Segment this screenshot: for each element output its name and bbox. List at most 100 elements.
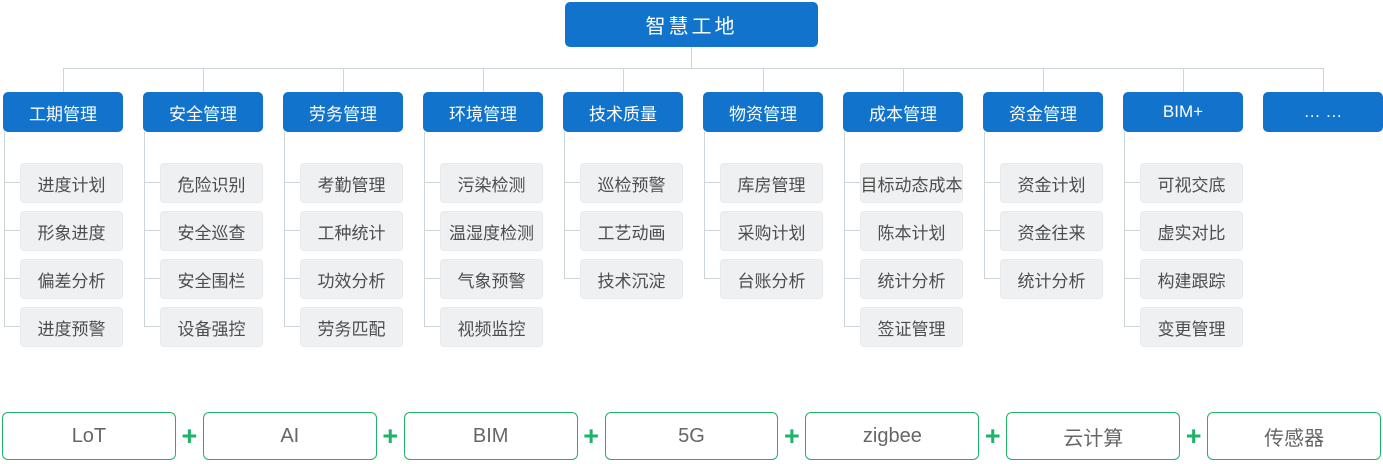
connector-line bbox=[1124, 278, 1140, 279]
tech-box: 5G bbox=[604, 412, 779, 460]
connector-line bbox=[844, 326, 860, 327]
connector-line bbox=[564, 230, 580, 231]
connector-line bbox=[844, 278, 860, 279]
category-column: 成本管理目标动态成本陈本计划统计分析签证管理 bbox=[843, 92, 963, 352]
category-node: 安全管理 bbox=[143, 92, 263, 132]
connector-line bbox=[203, 69, 204, 92]
connector-line bbox=[623, 69, 624, 92]
plus-separator: + bbox=[1185, 420, 1202, 451]
connector-line bbox=[424, 230, 440, 231]
connector-line bbox=[1183, 69, 1184, 92]
connector-line bbox=[4, 182, 20, 183]
category-column: 劳务管理考勤管理工种统计功效分析劳务匹配 bbox=[283, 92, 403, 352]
connector-line bbox=[564, 132, 565, 278]
sub-item-node: 资金计划 bbox=[1000, 163, 1103, 203]
connector-line bbox=[1323, 69, 1324, 92]
category-node: 成本管理 bbox=[843, 92, 963, 132]
sub-item-node: 安全围栏 bbox=[160, 259, 263, 299]
connector-line bbox=[984, 230, 1000, 231]
connector-line bbox=[144, 278, 160, 279]
connector-line bbox=[483, 69, 484, 92]
connector-line bbox=[564, 182, 580, 183]
connector-line bbox=[63, 68, 1324, 69]
plus-separator: + bbox=[583, 420, 599, 451]
connector-line bbox=[4, 278, 20, 279]
tech-box: LoT bbox=[2, 412, 176, 460]
category-node: 技术质量 bbox=[563, 92, 683, 132]
connector-line bbox=[284, 230, 300, 231]
sub-item-node: 采购计划 bbox=[720, 211, 823, 251]
connector-line bbox=[343, 69, 344, 92]
sub-item-node: 陈本计划 bbox=[860, 211, 963, 251]
connector-line bbox=[984, 132, 985, 278]
sub-item-node: 统计分析 bbox=[860, 259, 963, 299]
sub-item-node: 设备强控 bbox=[160, 307, 263, 347]
connector-line bbox=[704, 182, 720, 183]
sub-item-node: 可视交底 bbox=[1140, 163, 1243, 203]
connector-line bbox=[903, 69, 904, 92]
sub-item-node: 台账分析 bbox=[720, 259, 823, 299]
category-node: 劳务管理 bbox=[283, 92, 403, 132]
sub-item-node: 进度计划 bbox=[20, 163, 123, 203]
sub-item-node: 考勤管理 bbox=[300, 163, 403, 203]
connector-line bbox=[144, 182, 160, 183]
tech-box: AI bbox=[202, 412, 377, 460]
sub-item-node: 危险识别 bbox=[160, 163, 263, 203]
plus-separator: + bbox=[382, 420, 399, 451]
tech-box: BIM bbox=[403, 412, 578, 460]
sub-item-node: 劳务匹配 bbox=[300, 307, 403, 347]
connector-line bbox=[704, 132, 705, 278]
connector-line bbox=[844, 230, 860, 231]
connector-line bbox=[424, 326, 440, 327]
connector-line bbox=[424, 182, 440, 183]
plus-separator: + bbox=[784, 420, 800, 451]
category-column: … … bbox=[1263, 92, 1383, 352]
connector-line bbox=[691, 47, 692, 68]
connector-line bbox=[984, 182, 1000, 183]
connector-line bbox=[284, 326, 300, 327]
connector-line bbox=[4, 132, 5, 326]
sub-item-node: 签证管理 bbox=[860, 307, 963, 347]
connector-line bbox=[1124, 230, 1140, 231]
sub-item-node: 巡检预警 bbox=[580, 163, 683, 203]
sub-item-node: 变更管理 bbox=[1140, 307, 1243, 347]
connector-line bbox=[704, 278, 720, 279]
category-column: 物资管理库房管理采购计划台账分析 bbox=[703, 92, 823, 352]
category-node: 资金管理 bbox=[983, 92, 1103, 132]
connector-line bbox=[144, 230, 160, 231]
tech-box: 传感器 bbox=[1207, 412, 1382, 460]
connector-line bbox=[4, 230, 20, 231]
connector-line bbox=[704, 230, 720, 231]
technology-row: LoT+AI+BIM+5G+zigbee+云计算+传感器 bbox=[2, 412, 1382, 460]
sub-item-node: 气象预警 bbox=[440, 259, 543, 299]
connector-line bbox=[424, 278, 440, 279]
connector-line bbox=[144, 326, 160, 327]
tech-box: zigbee bbox=[805, 412, 980, 460]
category-column: 安全管理危险识别安全巡查安全围栏设备强控 bbox=[143, 92, 263, 352]
sub-item-node: 虚实对比 bbox=[1140, 211, 1243, 251]
sub-item-node: 污染检测 bbox=[440, 163, 543, 203]
connector-line bbox=[4, 326, 20, 327]
sub-item-node: 工艺动画 bbox=[580, 211, 683, 251]
sub-item-node: 目标动态成本 bbox=[860, 163, 963, 203]
connector-line bbox=[284, 278, 300, 279]
sub-item-node: 视频监控 bbox=[440, 307, 543, 347]
category-node: … … bbox=[1263, 92, 1383, 132]
plus-separator: + bbox=[984, 420, 1001, 451]
sub-item-node: 工种统计 bbox=[300, 211, 403, 251]
category-node: 工期管理 bbox=[3, 92, 123, 132]
category-node: 物资管理 bbox=[703, 92, 823, 132]
category-column: BIM+ 可视交底虚实对比构建跟踪变更管理 bbox=[1123, 92, 1243, 352]
sub-item-node: 进度预警 bbox=[20, 307, 123, 347]
connector-line bbox=[1124, 182, 1140, 183]
connector-line bbox=[144, 132, 145, 326]
connector-line bbox=[564, 278, 580, 279]
sub-item-node: 构建跟踪 bbox=[1140, 259, 1243, 299]
category-node: BIM+ bbox=[1123, 92, 1243, 132]
category-column: 资金管理资金计划资金往来统计分析 bbox=[983, 92, 1103, 352]
connector-line bbox=[284, 182, 300, 183]
connector-line bbox=[424, 132, 425, 326]
sub-item-node: 温湿度检测 bbox=[440, 211, 543, 251]
sub-item-node: 安全巡查 bbox=[160, 211, 263, 251]
